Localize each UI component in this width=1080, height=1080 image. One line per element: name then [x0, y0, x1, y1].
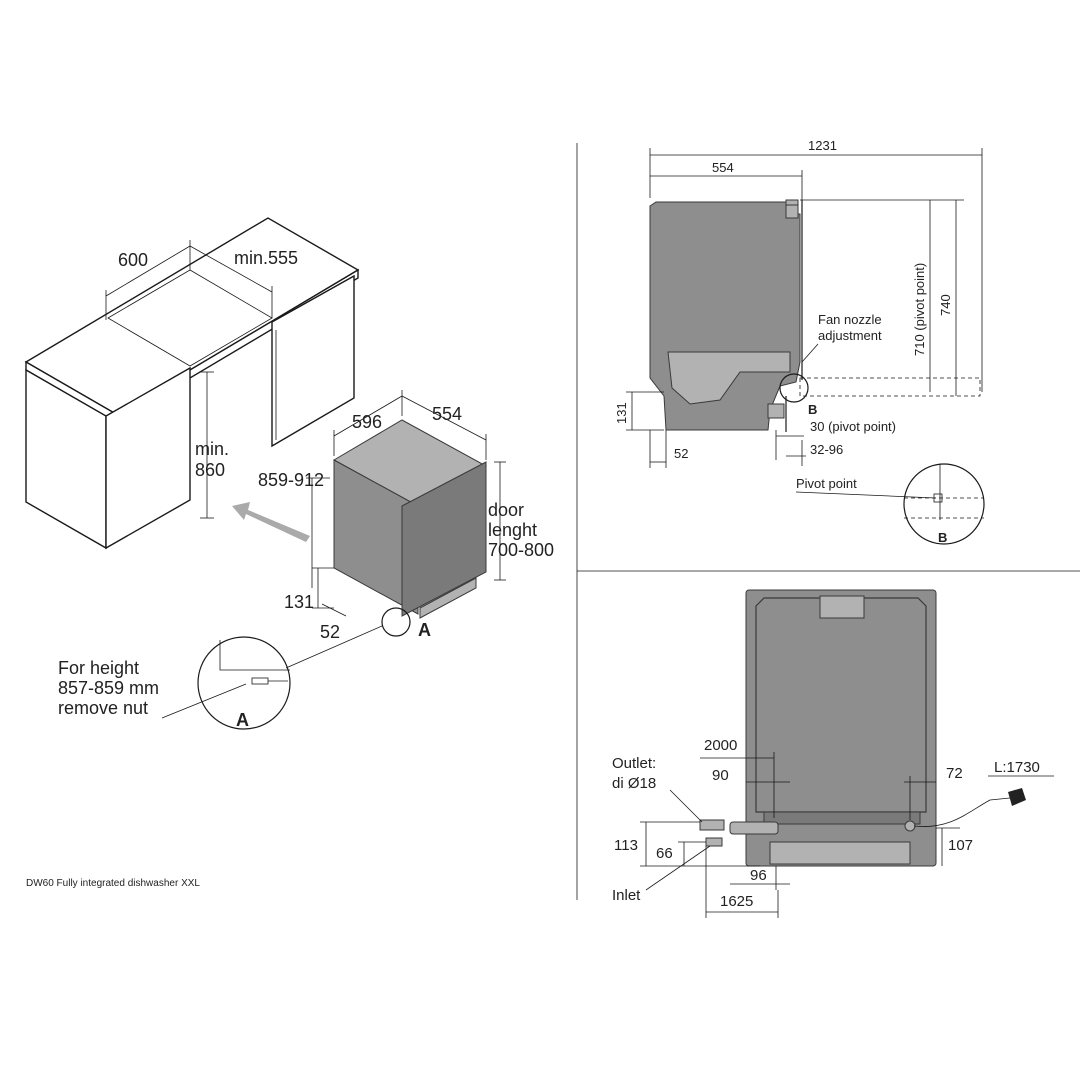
nut-icon: [251, 677, 269, 685]
dim-side-52-label: 52: [674, 446, 688, 461]
drain-hose: [729, 821, 779, 835]
detail-a-label: A: [236, 710, 249, 730]
dim-l1730-label: L:1730: [994, 759, 1040, 776]
dim-554-line: [401, 395, 487, 441]
dim-side-554-label: 554: [712, 160, 734, 175]
note-leader: [161, 683, 247, 719]
isometric-view: 600 min.555 min. 860 596 554 859-912: [24, 217, 554, 730]
dim-52-line: [321, 603, 347, 617]
note-line-2: 857-859 mm: [58, 678, 159, 698]
dim-555-line: [189, 245, 273, 293]
dim-107-label: 107: [948, 837, 973, 854]
fan-label-2: adjustment: [818, 328, 882, 343]
dim-859-912-label: 859-912: [258, 470, 324, 490]
detail-b-circle: [903, 463, 985, 545]
back-view: 2000 90 72 L:1730 Outlet: di Ø18 113 66 …: [612, 589, 1054, 918]
fan-label-1: Fan nozzle: [818, 312, 882, 327]
detail-a-circle: [197, 636, 291, 730]
detail-b-label: B: [938, 530, 947, 545]
inlet-label: Inlet: [612, 887, 641, 904]
appliance-side-body: [649, 201, 801, 431]
outlet-leader: [669, 789, 703, 823]
side-view: 1231 554 710 (pivot point) 740 Fan nozzl…: [614, 138, 985, 545]
marker-b-label: B: [808, 402, 817, 417]
dim-32-96-label: 32-96: [810, 442, 843, 457]
detail-b-marker: [779, 373, 809, 403]
dishwasher-door: [401, 461, 487, 617]
foot: [767, 403, 785, 419]
dim-600-line: [105, 245, 191, 297]
detail-a-leader: [285, 625, 383, 669]
dim-1231-label: 1231: [808, 138, 837, 153]
cable-entry: [904, 820, 916, 832]
marker-a-label: A: [418, 620, 431, 640]
dishwasher-plinth: [419, 577, 477, 619]
dim-860-label: 860: [195, 460, 225, 480]
door-label-2: lenght: [488, 520, 537, 540]
dim-96-label: 96: [750, 867, 767, 884]
dim-side-131-label: 131: [614, 402, 629, 424]
plug-icon: [1008, 788, 1026, 806]
right-cabinet-side: [271, 274, 355, 448]
caption: DW60 Fully integrated dishwasher XXL: [26, 878, 200, 889]
outlet-label-2: di Ø18: [612, 775, 656, 792]
dim-1625-label: 1625: [720, 893, 753, 910]
dim-554-label: 554: [432, 404, 462, 424]
door-label-1: door: [488, 500, 524, 520]
insert-arrow: [232, 502, 310, 542]
outlet-label-1: Outlet:: [612, 755, 656, 772]
dim-131-label: 131: [284, 592, 314, 612]
dim-30-label: 30 (pivot point): [810, 419, 896, 434]
dim-90-label: 90: [712, 767, 729, 784]
appliance-back-body: [745, 589, 937, 867]
pivot-point-label: Pivot point: [796, 476, 857, 491]
back-plinth: [769, 841, 911, 865]
fan-leader: [801, 343, 819, 363]
power-cable: [913, 797, 1011, 827]
note-line-3: remove nut: [58, 698, 148, 718]
pivot-leader: [795, 491, 937, 499]
dim-113-label: 113: [614, 837, 638, 854]
left-cabinet-side: [105, 366, 191, 550]
appliance-base: [667, 351, 791, 405]
outlet-connector: [699, 819, 725, 831]
dim-min555-label: min.555: [234, 248, 298, 268]
inlet-connector: [705, 837, 723, 847]
dim-66-label: 66: [656, 845, 673, 862]
dim-600-label: 600: [118, 250, 148, 270]
dim-596-label: 596: [352, 412, 382, 432]
note-line-1: For height: [58, 658, 139, 678]
dim-740-label: 740: [938, 294, 953, 316]
detail-a-marker: [381, 607, 411, 637]
inlet-leader: [645, 845, 711, 891]
top-bracket: [819, 595, 865, 619]
dim-596-line: [333, 395, 403, 437]
door-open-outline: [799, 377, 981, 397]
dishwasher-side: [333, 459, 419, 615]
dim-2000-label: 2000: [704, 737, 737, 754]
door-label-3: 700-800: [488, 540, 554, 560]
dim-52-label: 52: [320, 622, 340, 642]
dim-72-label: 72: [946, 765, 963, 782]
dim-min-label: min.: [195, 439, 229, 459]
dim-710-label: 710 (pivot point): [912, 263, 927, 356]
